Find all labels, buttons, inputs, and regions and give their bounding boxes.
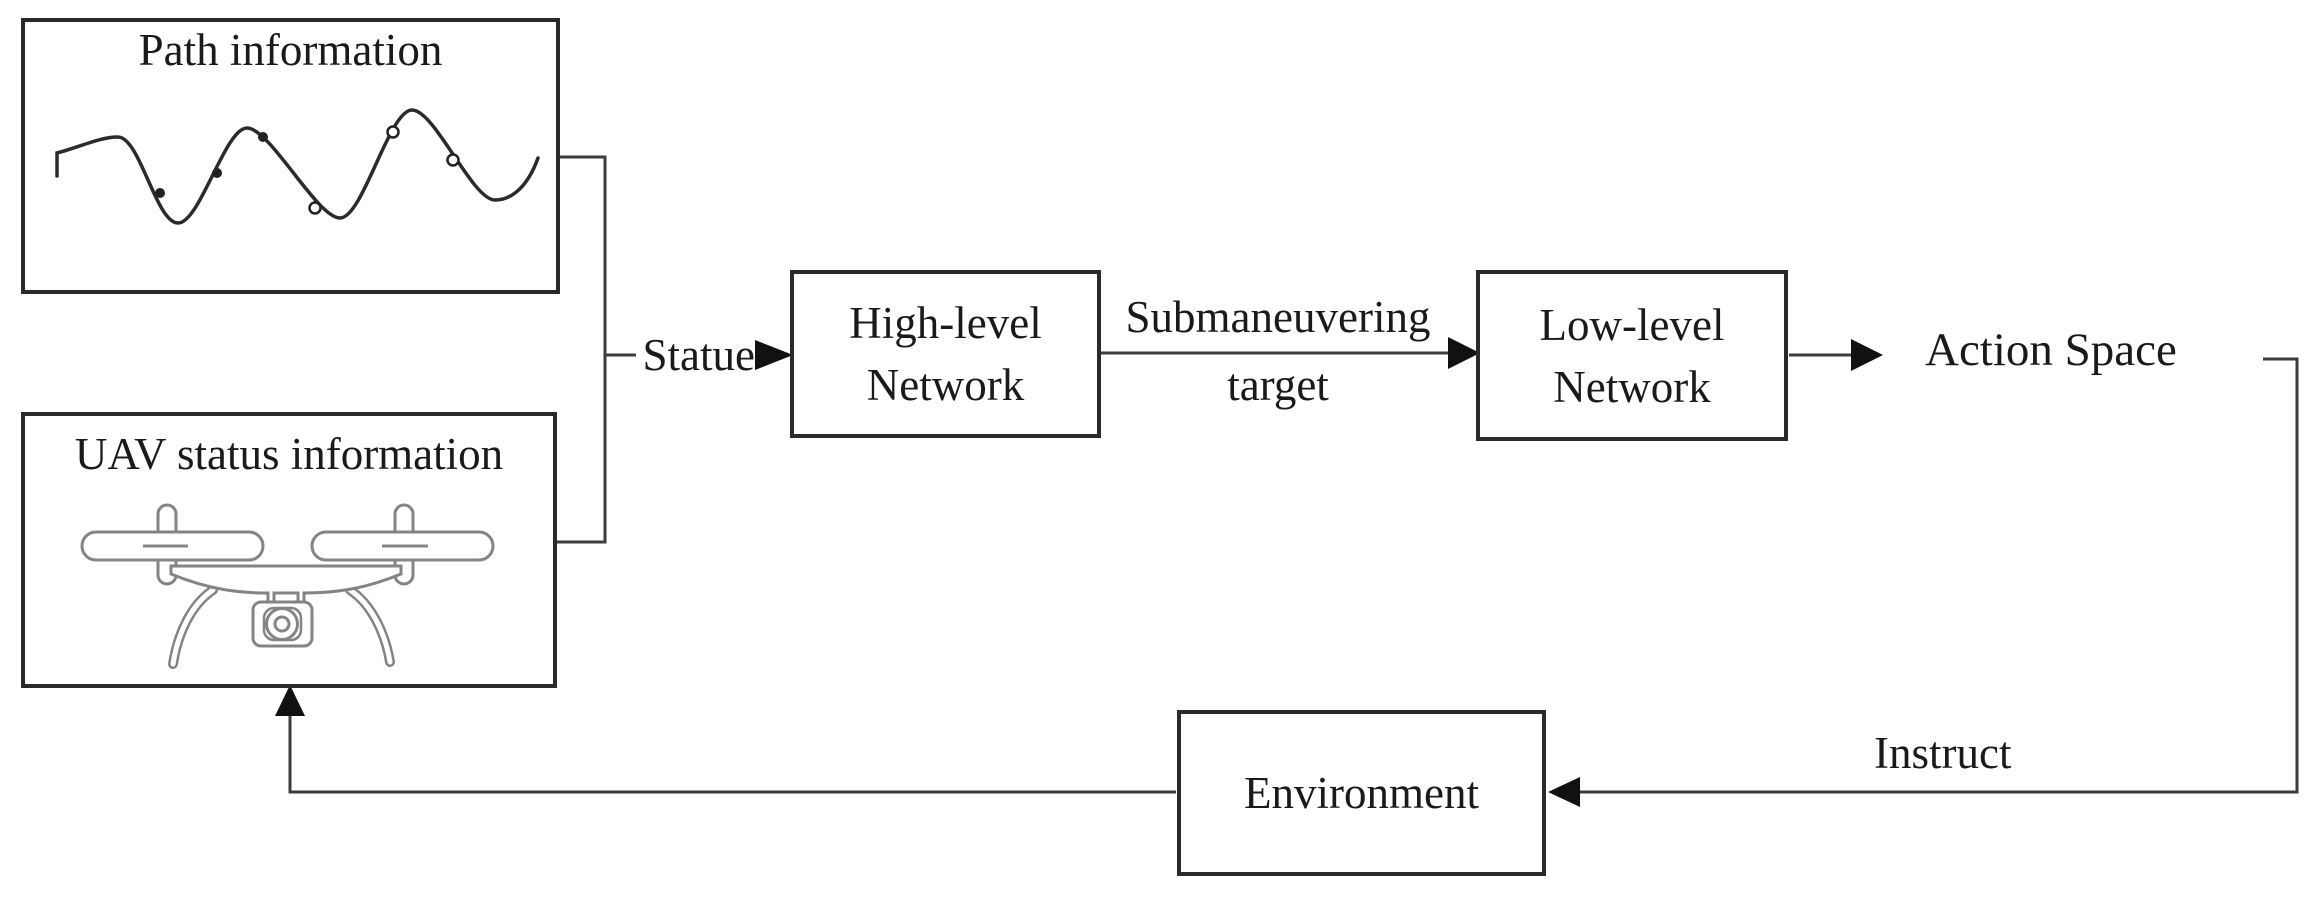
sine-path-icon bbox=[55, 108, 540, 225]
submaneuvering-target-label-line1: Submaneuvering bbox=[1125, 292, 1431, 342]
submaneuvering-arrowhead-icon bbox=[1448, 337, 1480, 369]
path-information-label: Path information bbox=[138, 25, 443, 75]
low-level-network-label: Low-level Network bbox=[1539, 299, 1725, 412]
environment-arrowhead-icon bbox=[1548, 777, 1580, 807]
high-level-network-label: High-level Network bbox=[849, 298, 1042, 410]
instruct-edge-label: Instruct bbox=[1874, 728, 2012, 778]
action-space-arrowhead-icon bbox=[1851, 339, 1883, 371]
node-path-information bbox=[21, 18, 560, 294]
node-high-level-network bbox=[790, 270, 1101, 438]
drone-icon bbox=[80, 503, 495, 669]
uav-status-information-label: UAV status information bbox=[74, 429, 504, 479]
environment-label: Environment bbox=[1244, 768, 1479, 818]
submaneuvering-target-label-line2: target bbox=[1227, 360, 1329, 410]
statue-arrowhead-icon bbox=[755, 340, 793, 370]
statue-edge-label: Statue bbox=[642, 330, 755, 380]
node-uav-status-information bbox=[21, 412, 557, 688]
instruct-feedback-line bbox=[1580, 357, 2299, 794]
uav-feedback-arrowhead-icon bbox=[275, 685, 305, 716]
environment-feedback-line bbox=[288, 704, 1176, 794]
inputs-merge-connector bbox=[557, 155, 607, 544]
action-space-label: Action Space bbox=[1925, 324, 2177, 376]
node-low-level-network bbox=[1476, 270, 1788, 441]
node-environment bbox=[1177, 710, 1546, 876]
